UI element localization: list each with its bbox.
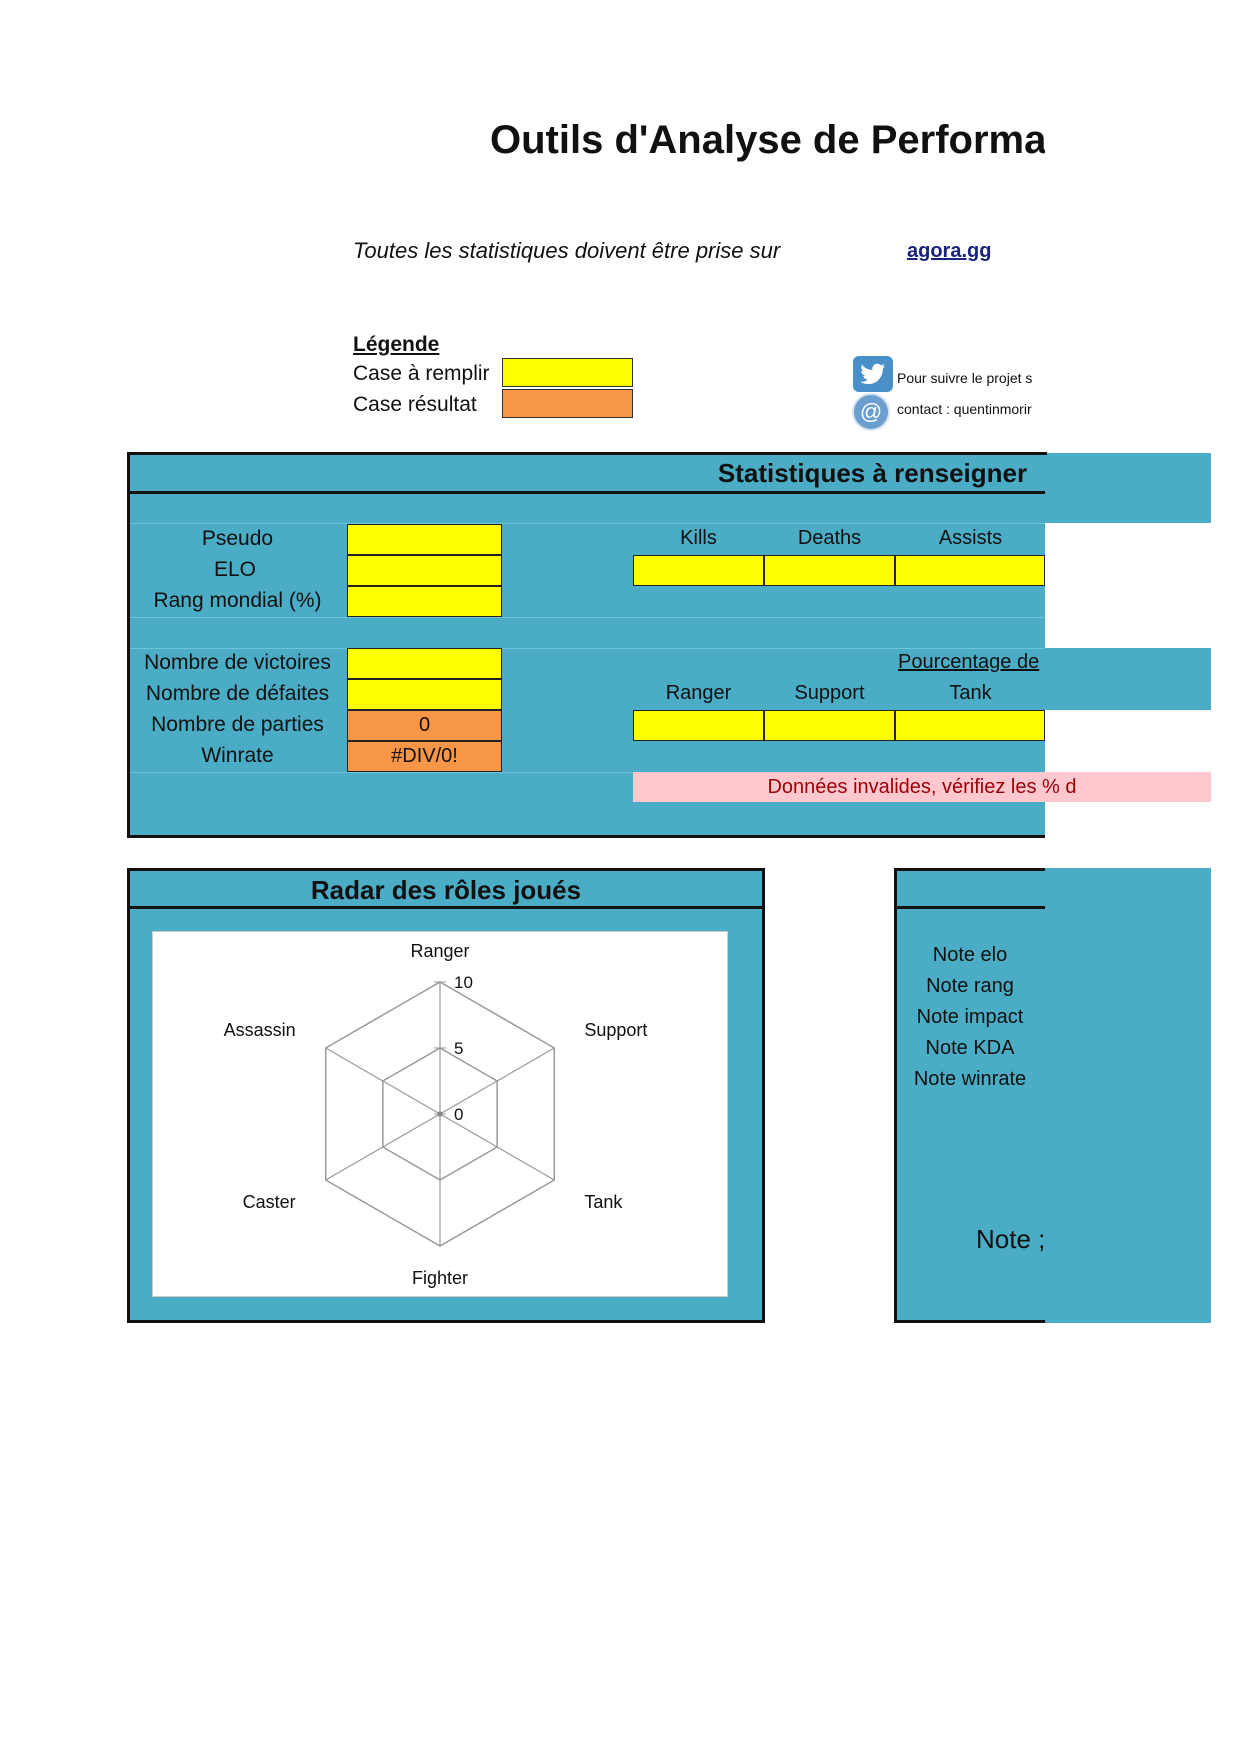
note-rang-label: Note rang — [926, 975, 1014, 997]
ranger-percent-input[interactable] — [633, 710, 764, 741]
elo-input[interactable] — [347, 555, 502, 586]
legend-fill-swatch — [502, 358, 633, 387]
legend-result-label: Case résultat — [353, 393, 477, 416]
radar-axis-label-caster: Caster — [243, 1192, 296, 1212]
radar-spoke — [325, 1113, 441, 1181]
page-cut-mask — [1045, 0, 1241, 452]
radar-tick-label: 10 — [454, 973, 473, 992]
percent-title: Pourcentage de — [898, 651, 1040, 673]
parties-result: 0 — [347, 710, 502, 741]
winrate-label: Winrate — [201, 744, 274, 767]
defaites-input[interactable] — [347, 679, 502, 710]
page-cut-mask — [1045, 710, 1241, 772]
twitter-bird-icon[interactable] — [853, 356, 893, 392]
radar-spoke — [439, 1047, 555, 1115]
radar-title-divider — [127, 906, 765, 909]
page-cut-mask — [1045, 802, 1241, 868]
kills-header: Kills — [680, 527, 717, 549]
contact-text: contact : quentinmorir — [897, 401, 1032, 417]
notes-title-divider — [894, 906, 1045, 909]
assists-header: Assists — [938, 527, 1003, 549]
at-sign-icon[interactable]: @ — [852, 393, 890, 431]
deaths-input[interactable] — [764, 555, 895, 586]
deaths-header: Deaths — [797, 527, 862, 549]
assists-input[interactable] — [895, 555, 1045, 586]
elo-label: ELO — [213, 558, 257, 581]
radar-axis-label-ranger: Ranger — [410, 941, 469, 961]
kills-input[interactable] — [633, 555, 764, 586]
stats-title-divider — [127, 491, 1045, 494]
radar-axis-label-fighter: Fighter — [412, 1268, 468, 1288]
page-title: Outils d'Analyse de Performar — [490, 118, 1055, 162]
note-elo-label: Note elo — [932, 944, 1008, 966]
row-sep — [130, 772, 1045, 773]
agora-link[interactable]: agora.gg — [907, 240, 992, 262]
page-margin — [1211, 0, 1241, 1754]
radar-axis-label-assassin: Assassin — [224, 1020, 296, 1040]
invalid-data-message: Données invalides, vérifiez les % d — [633, 772, 1211, 802]
radar-panel-title: Radar des rôles joués — [310, 875, 582, 905]
page-cut-mask — [1045, 523, 1241, 648]
victoires-input[interactable] — [347, 648, 502, 679]
subtitle: Toutes les statistiques doivent être pri… — [353, 238, 781, 263]
legend-fill-label: Case à remplir — [353, 362, 490, 385]
legend-result-swatch — [502, 389, 633, 418]
row-sep — [130, 617, 1045, 618]
note-kda-label: Note KDA — [925, 1037, 1015, 1059]
victoires-label: Nombre de victoires — [144, 651, 331, 674]
radar-tick-label: 0 — [454, 1105, 463, 1124]
radar-axis-label-support: Support — [584, 1020, 647, 1040]
pseudo-label: Pseudo — [201, 527, 274, 550]
support-percent-input[interactable] — [764, 710, 895, 741]
radar-data-point — [437, 1111, 443, 1117]
legend-title: Légende — [353, 333, 440, 356]
stats-panel-border — [127, 452, 1047, 838]
radar-spoke — [325, 1047, 441, 1115]
ranger-header: Ranger — [665, 682, 732, 704]
support-header: Support — [794, 682, 865, 704]
note-winrate-label: Note winrate — [913, 1068, 1027, 1090]
stats-panel-title: Statistiques à renseigner — [717, 458, 1028, 488]
row-sep — [130, 523, 1045, 524]
twitter-text: Pour suivre le projet s — [897, 370, 1033, 386]
stats-panel-overflow-mid — [1045, 648, 1211, 710]
tank-percent-input[interactable] — [895, 710, 1045, 741]
radar-tick-label: 5 — [454, 1039, 463, 1058]
pseudo-input[interactable] — [347, 524, 502, 555]
tank-header: Tank — [949, 682, 992, 704]
parties-label: Nombre de parties — [151, 713, 324, 736]
final-note-label: Note ; — [976, 1224, 1045, 1254]
stats-panel-overflow-top — [1045, 453, 1211, 523]
radar-axis-label-tank: Tank — [584, 1192, 623, 1212]
note-impact-label: Note impact — [916, 1006, 1024, 1028]
defaites-label: Nombre de défaites — [145, 682, 330, 705]
notes-panel-border — [894, 868, 1045, 1323]
winrate-result: #DIV/0! — [347, 741, 502, 772]
row-sep — [130, 648, 1045, 649]
notes-panel — [894, 868, 1211, 1323]
rang-input[interactable] — [347, 586, 502, 617]
radar-spoke — [439, 1113, 555, 1181]
rang-label: Rang mondial (%) — [153, 589, 322, 612]
